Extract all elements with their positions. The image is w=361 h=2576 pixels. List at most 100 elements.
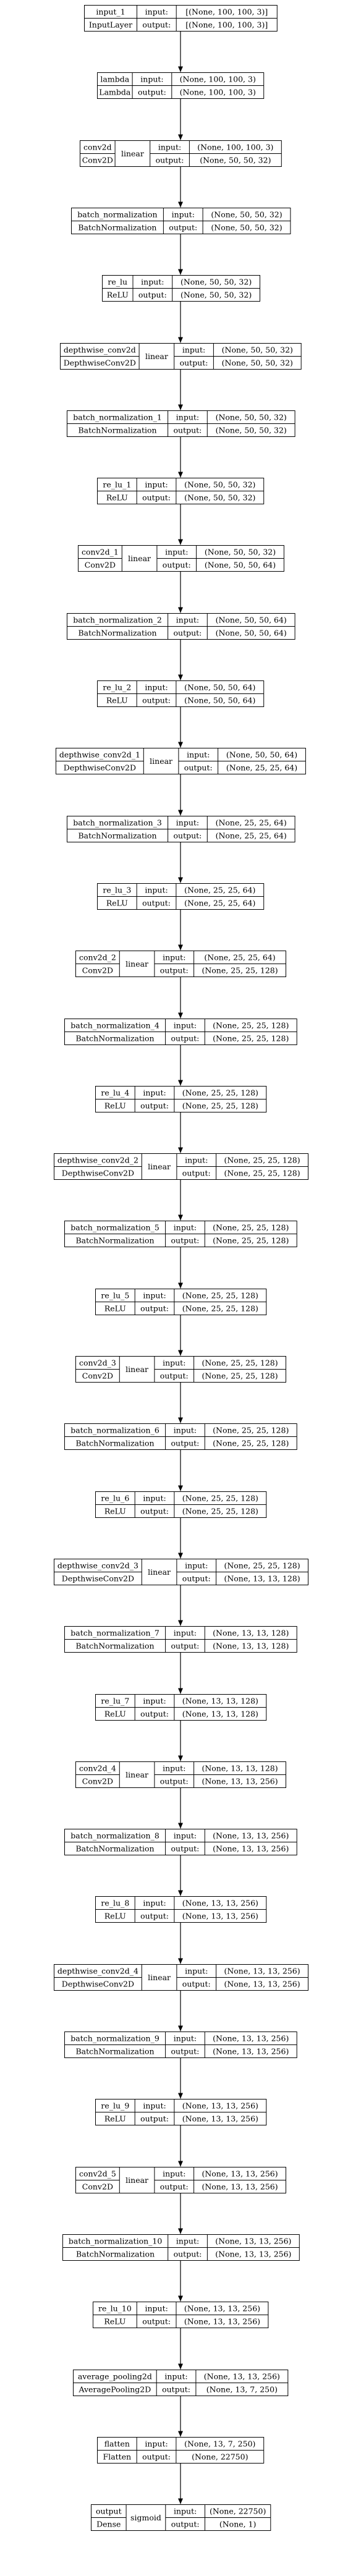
- output-label: output:: [171, 1642, 200, 1651]
- layer-node-batch-normalization: batch_normalizationBatchNormalizationinp…: [71, 208, 291, 234]
- output-shape: (None, 13, 13, 256): [182, 1912, 258, 1921]
- layer-activation: linear: [150, 756, 172, 766]
- layer-name: batch_normalization_2: [73, 616, 161, 625]
- input-label: input:: [163, 2169, 185, 2179]
- layer-name: conv2d: [83, 143, 112, 152]
- input-label: input:: [164, 2372, 187, 2381]
- layer-name: re_lu_5: [101, 1291, 129, 1300]
- input-shape: (None, 25, 25, 64): [184, 886, 255, 895]
- output-label: output:: [142, 899, 171, 908]
- output-label: output:: [142, 20, 171, 30]
- layer-name: input_1: [96, 7, 125, 17]
- layer-name: conv2d_5: [79, 2169, 116, 2179]
- input-shape: (None, 13, 13, 256): [182, 2101, 258, 2111]
- output-label: output:: [182, 1980, 211, 1989]
- input-shape: (None, 13, 13, 256): [224, 1967, 300, 1976]
- layer-name: flatten: [104, 2439, 130, 2449]
- output-shape: (None, 13, 13, 256): [202, 2182, 278, 2192]
- input-shape: (None, 13, 13, 256): [213, 1831, 289, 1841]
- layer-class: ReLU: [106, 696, 128, 705]
- layer-class: ReLU: [104, 1912, 126, 1921]
- layer-class: ReLU: [104, 1304, 126, 1313]
- output-shape: (None, 50, 50, 64): [205, 561, 276, 570]
- layer-name: batch_normalization_9: [70, 2034, 159, 2043]
- output-label: output:: [142, 2452, 171, 2462]
- output-shape: (None, 25, 25, 128): [213, 1236, 289, 1245]
- output-label: output:: [160, 2182, 189, 2192]
- input-label: input:: [140, 75, 163, 84]
- layer-class: Flatten: [103, 2452, 132, 2462]
- input-label: input:: [187, 750, 210, 760]
- input-shape: (None, 50, 50, 32): [211, 210, 282, 219]
- input-label: input:: [145, 2304, 168, 2313]
- layer-name: re_lu_2: [103, 683, 131, 692]
- layer-class: BatchNormalization: [76, 2250, 155, 2259]
- layer-class: ReLU: [104, 1710, 126, 1719]
- layer-node-depthwise-conv2d: depthwise_conv2dDepthwiseConv2Dlinearinp…: [60, 343, 302, 370]
- input-shape: (None, 25, 25, 128): [202, 1358, 278, 1368]
- layer-class: InputLayer: [89, 20, 132, 30]
- input-label: input:: [176, 413, 199, 422]
- layer-class: DepthwiseConv2D: [64, 763, 136, 773]
- input-label: input:: [158, 143, 181, 152]
- layer-activation: linear: [125, 2176, 148, 2185]
- output-shape: (None, 50, 50, 64): [184, 696, 255, 705]
- layer-class: BatchNormalization: [79, 629, 157, 638]
- input-shape: (None, 25, 25, 64): [204, 953, 275, 962]
- input-shape: (None, 13, 13, 128): [182, 1697, 258, 1706]
- output-shape: (None, 13, 13, 256): [213, 2047, 289, 2056]
- output-shape: (None, 13, 13, 128): [224, 1574, 300, 1583]
- layer-name: re_lu_7: [101, 1697, 129, 1706]
- output-shape: (None, 13, 7, 250): [206, 2385, 278, 2394]
- input-label: input:: [176, 2237, 199, 2246]
- output-shape: (None, 25, 25, 64): [216, 831, 287, 841]
- output-shape: (None, 13, 13, 256): [215, 2250, 291, 2259]
- output-label: output:: [140, 1507, 169, 1516]
- layer-name: depthwise_conv2d_2: [57, 1156, 138, 1165]
- output-shape: (None, 13, 13, 256): [182, 2114, 258, 2124]
- layer-name: batch_normalization_10: [69, 2237, 162, 2246]
- input-shape: (None, 25, 25, 128): [213, 1021, 289, 1030]
- output-shape: (None, 50, 50, 32): [180, 290, 252, 300]
- output-shape: (None, 25, 25, 64): [226, 763, 297, 773]
- input-shape: (None, 25, 25, 64): [216, 818, 287, 828]
- layer-node-depthwise-conv2d-4: depthwise_conv2d_4DepthwiseConv2Dlineari…: [54, 1964, 308, 1991]
- layer-node-batch-normalization-5: batch_normalization_5BatchNormalizationi…: [64, 1221, 297, 1247]
- layer-node-batch-normalization-8: batch_normalization_8BatchNormalizationi…: [64, 1829, 297, 1855]
- layer-class: Lambda: [99, 88, 131, 97]
- input-label: input:: [174, 1831, 197, 1841]
- input-shape: (None, 25, 25, 128): [182, 1291, 258, 1300]
- layer-node-batch-normalization-3: batch_normalization_3BatchNormalizationi…: [67, 816, 295, 842]
- output-label: output:: [140, 1101, 169, 1111]
- output-label: output:: [171, 1844, 200, 1854]
- input-label: input:: [143, 1088, 166, 1098]
- input-shape: (None, 50, 50, 32): [222, 345, 293, 355]
- layer-name: re_lu_4: [101, 1088, 129, 1098]
- layer-node-batch-normalization-6: batch_normalization_6BatchNormalizationi…: [64, 1423, 297, 1450]
- input-label: input:: [145, 683, 168, 692]
- output-label: output:: [162, 2385, 190, 2394]
- layer-activation: linear: [128, 554, 151, 563]
- layer-activation: linear: [145, 352, 168, 361]
- output-label: output:: [138, 88, 166, 97]
- input-shape: (None, 25, 25, 128): [182, 1494, 258, 1503]
- layer-class: Conv2D: [82, 1777, 113, 1786]
- input-shape: (None, 50, 50, 32): [180, 278, 252, 287]
- input-label: input:: [141, 278, 164, 287]
- layer-class: ReLU: [104, 2317, 125, 2326]
- layer-name: re_lu_9: [101, 2101, 129, 2111]
- input-label: input:: [174, 1223, 197, 1232]
- layer-node-conv2d-1: conv2d_1Conv2Dlinearinput:output:(None, …: [78, 545, 284, 572]
- output-shape: (None, 50, 50, 64): [216, 629, 287, 638]
- input-label: input:: [174, 1426, 197, 1435]
- input-shape: (None, 50, 50, 32): [184, 480, 255, 489]
- output-shape: (None, 50, 50, 32): [184, 493, 255, 502]
- input-label: input:: [176, 818, 199, 828]
